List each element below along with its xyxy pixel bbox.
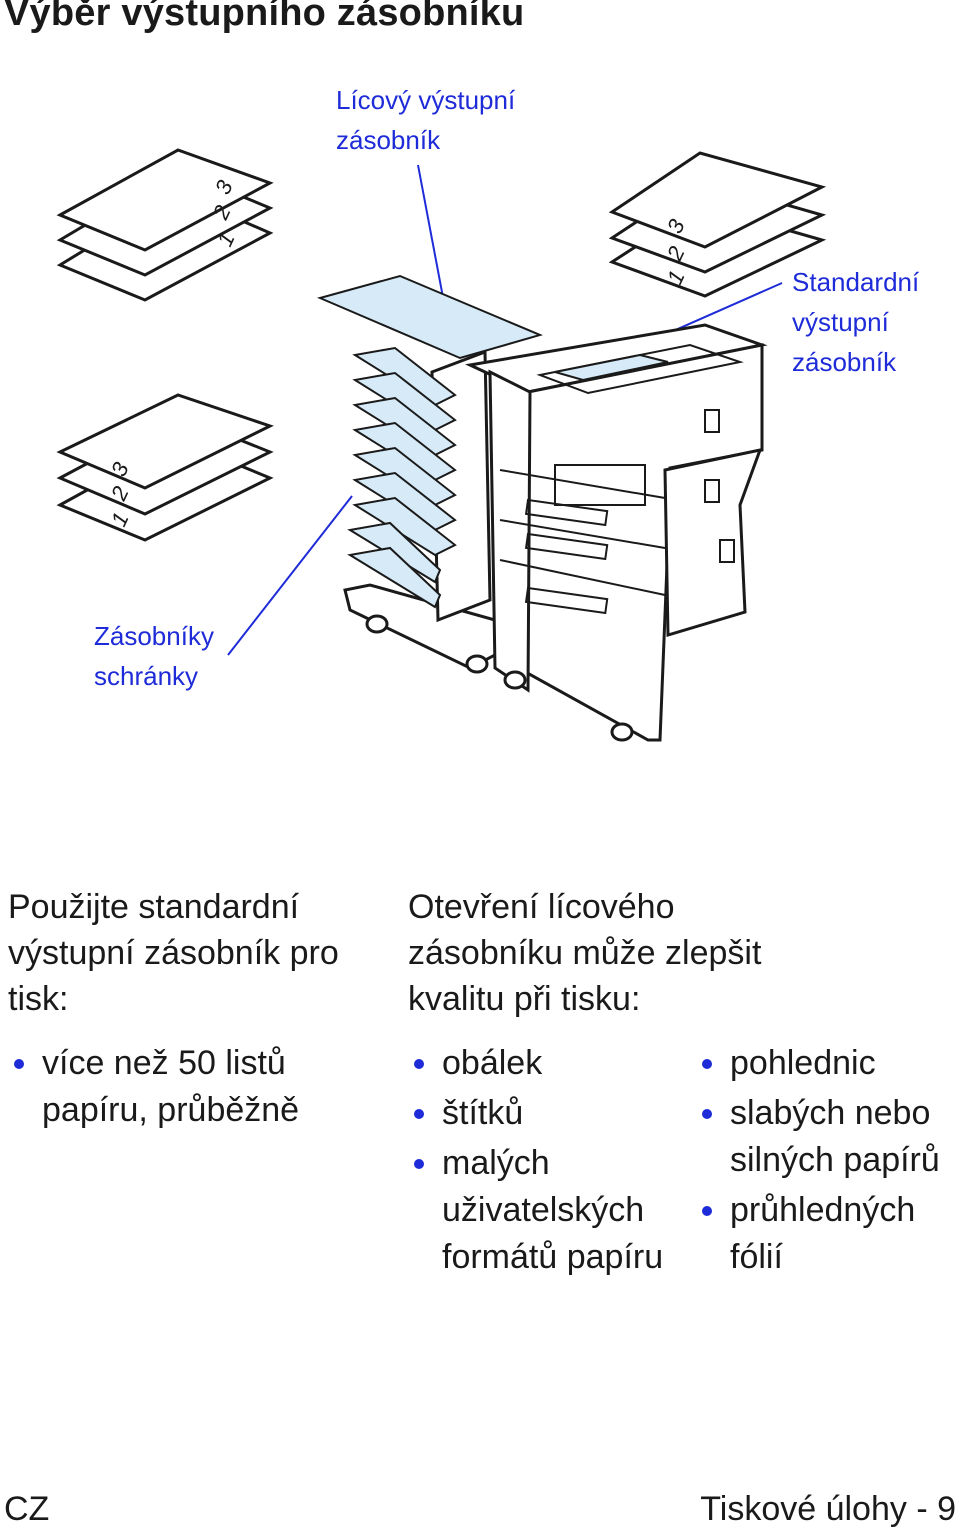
list-item-text: více než 50 listů bbox=[42, 1044, 286, 1082]
list-item: malých uživatelských formátů papíru bbox=[408, 1140, 663, 1281]
casters bbox=[365, 614, 634, 742]
standard-output-tray bbox=[554, 353, 669, 382]
list-item-text: papíru, průběžně bbox=[42, 1091, 300, 1129]
list-item: slabých nebo silných papírů bbox=[696, 1090, 940, 1184]
list-item-text: průhledných bbox=[730, 1191, 916, 1229]
list-item: průhledných fólií bbox=[696, 1187, 940, 1281]
face-up-leader bbox=[417, 164, 446, 309]
bullet-icon bbox=[14, 1059, 24, 1069]
intro-line: tisk: bbox=[8, 980, 69, 1018]
intro-line: kvalitu při tisku: bbox=[408, 980, 641, 1018]
list-item-text: uživatelských bbox=[442, 1191, 645, 1229]
list-item-text: fólií bbox=[730, 1238, 783, 1276]
footer-section: Tiskové úlohy - 9 bbox=[700, 1490, 956, 1528]
list-item: více než 50 listů papíru, průběžně bbox=[8, 1040, 299, 1134]
mailbox-leader bbox=[227, 495, 353, 656]
intro-line: výstupní zásobník pro bbox=[8, 934, 339, 972]
page-title: Výběr výstupního zásobníku bbox=[4, 0, 525, 34]
callout-mailbox-bins: Zásobníky schránky bbox=[94, 616, 214, 696]
list-item-text: formátů papíru bbox=[442, 1238, 664, 1276]
callout-line: Lícový výstupní bbox=[336, 85, 516, 115]
bullet-icon bbox=[702, 1059, 712, 1069]
bullet-icon bbox=[702, 1109, 712, 1119]
list-item: štítků bbox=[408, 1090, 663, 1137]
callout-standard-tray: Standardní výstupní zásobník bbox=[792, 262, 919, 382]
intro-line: Použijte standardní bbox=[8, 888, 300, 926]
callout-line: Zásobníky bbox=[94, 621, 214, 651]
list-item-text: slabých nebo bbox=[730, 1094, 931, 1132]
intro-line: Otevření lícového bbox=[408, 888, 675, 926]
printer-details bbox=[499, 343, 744, 615]
bullet-icon bbox=[414, 1109, 424, 1119]
mailbox-bins bbox=[316, 274, 543, 609]
standard-tray-list: více než 50 listů papíru, průběžně bbox=[8, 1040, 299, 1137]
standard-tray-intro: Použijte standardní výstupní zásobník pr… bbox=[8, 884, 339, 1022]
face-up-tray-intro: Otevření lícového zásobníku může zlepšit… bbox=[408, 884, 761, 1022]
face-up-tray-list-a: obálek štítků malých uživatelských formá… bbox=[408, 1040, 663, 1284]
callout-line: Standardní bbox=[792, 267, 920, 297]
paper-stack-top-left bbox=[56, 148, 274, 302]
list-item-text: štítků bbox=[442, 1094, 524, 1132]
bullet-icon bbox=[702, 1206, 712, 1216]
list-item: obálek bbox=[408, 1040, 663, 1087]
callout-line: výstupní bbox=[792, 307, 889, 337]
list-item-text: malých bbox=[442, 1144, 550, 1182]
callout-line: schránky bbox=[94, 661, 199, 691]
footer-language: CZ bbox=[4, 1490, 50, 1528]
bullet-icon bbox=[414, 1159, 424, 1169]
list-item-text: silných papírů bbox=[730, 1141, 940, 1179]
intro-line: zásobníku může zlepšit bbox=[408, 934, 762, 972]
printer-illustration: 3 2 1 3 2 1 3 2 1 bbox=[56, 148, 827, 742]
list-item-text: obálek bbox=[442, 1044, 543, 1082]
paper-stack-bottom-left bbox=[56, 393, 274, 542]
paper-stack-top-right bbox=[608, 151, 827, 298]
list-item-text: pohlednic bbox=[730, 1044, 876, 1082]
face-up-tray-list-b: pohlednic slabých nebo silných papírů pr… bbox=[696, 1040, 940, 1284]
callout-line: zásobník bbox=[792, 347, 897, 377]
list-item: pohlednic bbox=[696, 1040, 940, 1087]
bullet-icon bbox=[414, 1059, 424, 1069]
callout-face-up-tray: Lícový výstupní zásobník bbox=[336, 80, 515, 160]
callout-line: zásobník bbox=[336, 125, 441, 155]
